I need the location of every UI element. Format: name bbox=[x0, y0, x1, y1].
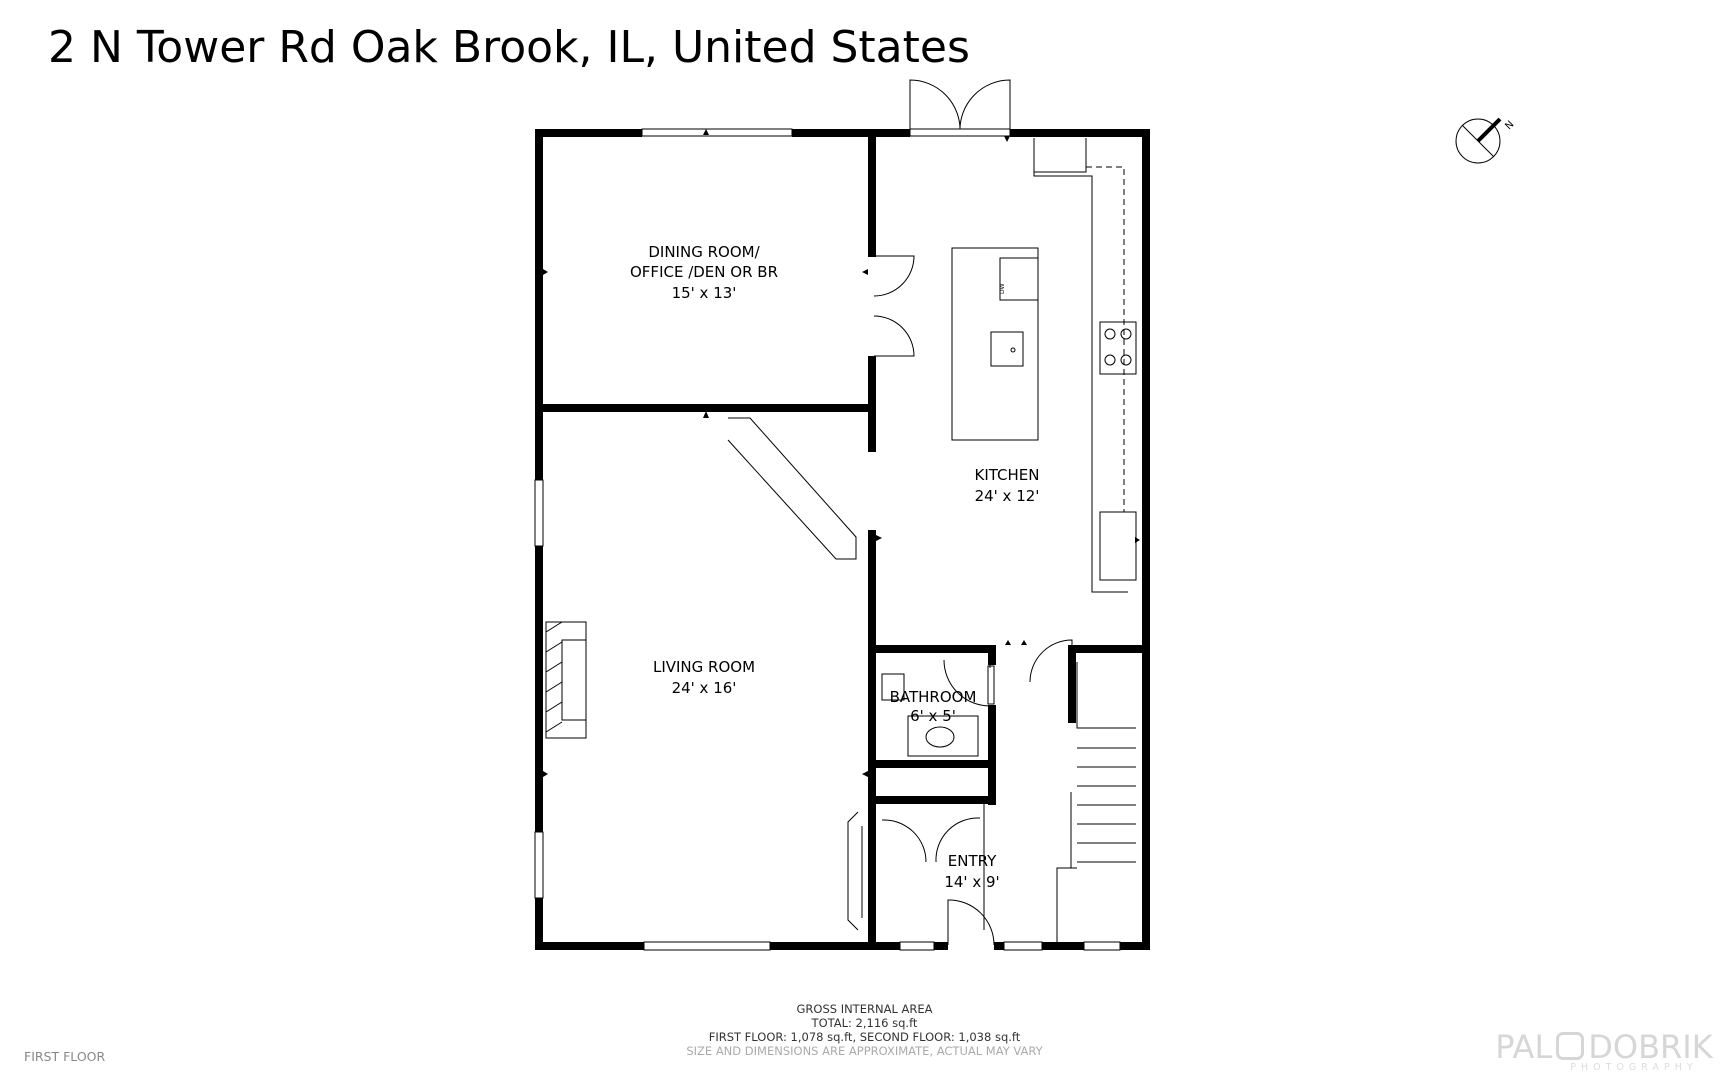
logo-sub: PHOTOGRAPHY bbox=[1570, 1062, 1698, 1073]
compass-north-label: N bbox=[1503, 119, 1516, 132]
dining-room-label-line2: OFFICE /DEN OR BR bbox=[630, 263, 778, 281]
logo-right: DOBRIK bbox=[1588, 1028, 1713, 1066]
area-summary: GROSS INTERNAL AREA TOTAL: 2,116 sq.ft F… bbox=[0, 1002, 1729, 1058]
dishwasher-label: DW bbox=[999, 283, 1006, 294]
opening-markers bbox=[543, 129, 1140, 777]
area-heading: GROSS INTERNAL AREA bbox=[796, 1002, 933, 1016]
kitchen-dims: 24' x 12' bbox=[975, 487, 1040, 505]
bathroom-dims: 6' x 5' bbox=[910, 707, 956, 725]
logo-o-icon bbox=[1556, 1032, 1585, 1060]
fixtures bbox=[545, 138, 1137, 945]
kitchen-label: KITCHEN bbox=[975, 466, 1040, 484]
living-room-label: LIVING ROOM bbox=[653, 658, 755, 676]
door-swings bbox=[873, 79, 1073, 946]
dining-room-label-line1: DINING ROOM/ bbox=[648, 243, 760, 261]
living-room-dims: 24' x 16' bbox=[672, 679, 737, 697]
logo-left: PAL bbox=[1495, 1028, 1553, 1066]
floor-label: FIRST FLOOR bbox=[24, 1049, 106, 1064]
compass-icon: N bbox=[1455, 117, 1516, 164]
area-note: SIZE AND DIMENSIONS ARE APPROXIMATE, ACT… bbox=[686, 1044, 1043, 1058]
brand-logo: PAL DOBRIK PHOTOGRAPHY bbox=[1488, 1028, 1720, 1073]
bathroom-label: BATHROOM bbox=[890, 688, 977, 706]
dining-room-dims: 15' x 13' bbox=[672, 284, 737, 302]
entry-label: ENTRY bbox=[948, 852, 997, 870]
entry-dims: 14' x 9' bbox=[944, 873, 999, 891]
page-title: 2 N Tower Rd Oak Brook, IL, United State… bbox=[48, 22, 970, 73]
room-labels: DINING ROOM/ OFFICE /DEN OR BR 15' x 13'… bbox=[630, 243, 1040, 891]
walls bbox=[535, 129, 1150, 950]
area-floors: FIRST FLOOR: 1,078 sq.ft, SECOND FLOOR: … bbox=[708, 1030, 1021, 1044]
area-total: TOTAL: 2,116 sq.ft bbox=[811, 1016, 918, 1030]
windows bbox=[534, 128, 1121, 951]
